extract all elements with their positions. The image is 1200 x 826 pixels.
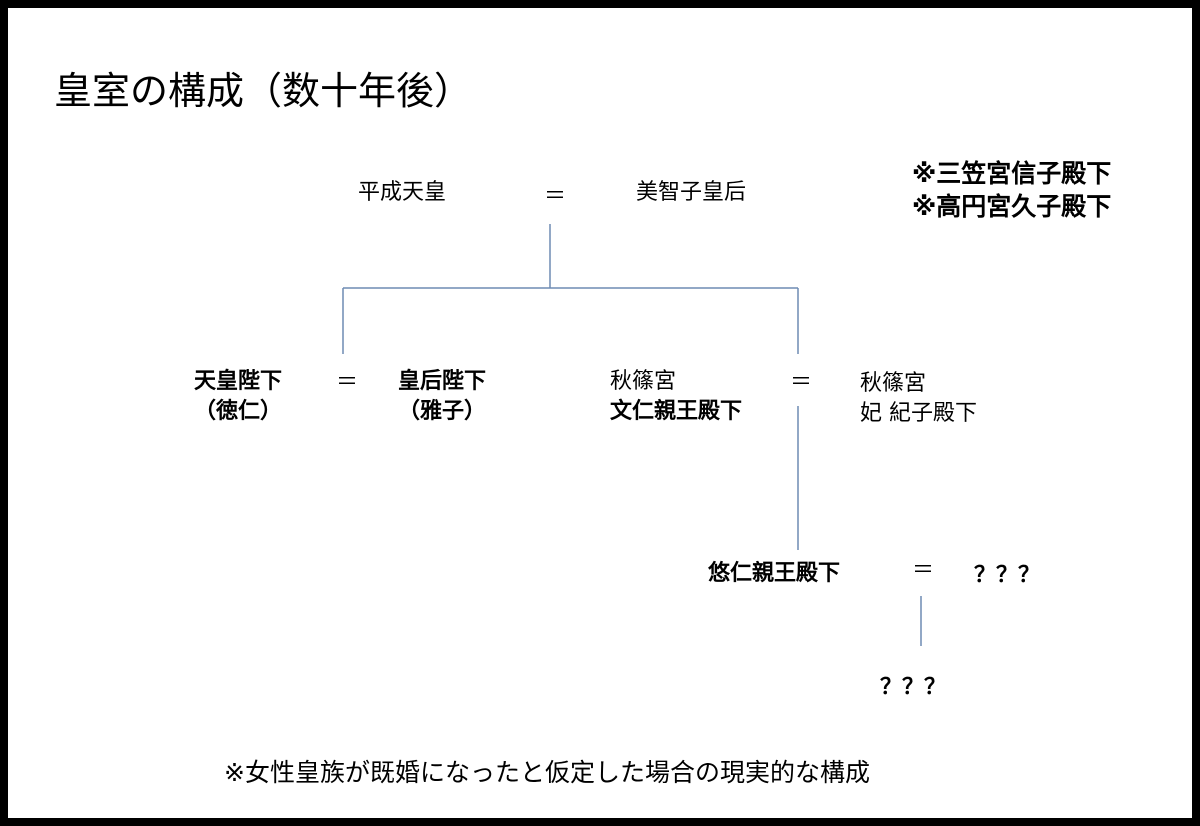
footnote: ※女性皇族が既婚になったと仮定した場合の現実的な構成: [224, 758, 870, 787]
gen1-marriage-sign: ＝: [544, 184, 567, 209]
empress-title: 皇后陛下: [398, 369, 487, 394]
family-tree-connectors: [342, 224, 922, 646]
princess-kiko-name: 妃 紀子殿下: [860, 400, 977, 426]
gen2-marriage-sign-2: ＝: [790, 370, 813, 395]
gen3-marriage-sign: ＝: [912, 558, 935, 583]
slide: 皇室の構成（数十年後） 平成天皇 ＝ 美智子皇后 ※三笠宮信子殿下 ※高円宮久子…: [8, 8, 1192, 818]
side-note-line-2: ※高円宮久子殿下: [912, 191, 1112, 221]
empress-michiko-label: 美智子皇后: [636, 180, 747, 205]
heisei-emperor-label: 平成天皇: [358, 180, 447, 205]
gen2-marriage-sign-1: ＝: [336, 370, 359, 395]
prince-akishino-name: 文仁親王殿下: [610, 398, 743, 424]
emperor-naruhito-label: 天皇陛下 （徳仁）: [194, 367, 282, 426]
empress-masako-label: 皇后陛下 （雅子）: [398, 367, 486, 426]
prince-akishino-label: 秋篠宮 文仁親王殿下: [610, 367, 742, 426]
future-child-unknown: ？？？: [880, 675, 947, 700]
side-note-line-1: ※三笠宮信子殿下: [912, 159, 1112, 188]
prince-akishino-house: 秋篠宮: [610, 369, 677, 394]
princess-kiko-house: 秋篠宮: [860, 371, 927, 396]
hisahito-spouse-unknown: ？？？: [974, 563, 1041, 588]
page-title: 皇室の構成（数十年後）: [54, 69, 473, 113]
side-note: ※三笠宮信子殿下 ※高円宮久子殿下: [912, 158, 1111, 223]
empress-name: （雅子）: [398, 398, 487, 424]
prince-hisahito-label: 悠仁親王殿下: [708, 561, 841, 586]
emperor-title: 天皇陛下: [194, 369, 283, 394]
princess-kiko-label: 秋篠宮 妃 紀子殿下: [860, 369, 977, 428]
emperor-name: （徳仁）: [194, 398, 283, 424]
